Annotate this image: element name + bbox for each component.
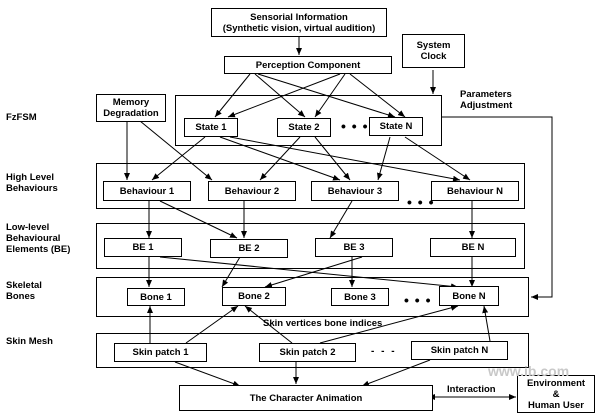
- states-ellipsis: • • •: [341, 118, 369, 134]
- bone-1-box: Bone 1: [127, 288, 185, 306]
- state-n-box: State N: [369, 117, 423, 136]
- system-clock-box: System Clock: [402, 34, 465, 68]
- environment-human-user-box: Environment & Human User: [517, 375, 595, 413]
- be-3-box: BE 3: [315, 238, 393, 257]
- skin-mesh-band: [96, 333, 529, 368]
- watermark: www.ib.com: [488, 363, 570, 379]
- interaction-label: Interaction: [447, 384, 496, 395]
- bones-ellipsis: • • •: [404, 292, 432, 308]
- low-level-label: Low-level Behavioural Elements (BE): [6, 222, 71, 255]
- character-animation-box: The Character Animation: [179, 385, 433, 411]
- high-level-label: High Level Behaviours: [6, 172, 58, 194]
- parameters-adjustment-label: Parameters Adjustment: [460, 89, 513, 111]
- skin-patches-ellipsis: - - -: [371, 346, 397, 357]
- skeletal-label: Skeletal Bones: [6, 280, 42, 302]
- skin-vertices-label: Skin vertices bone indices: [263, 318, 383, 329]
- memory-degradation-box: Memory Degradation: [96, 94, 166, 122]
- fzfsm-band: [175, 95, 442, 146]
- skin-patch-n-box: Skin patch N: [411, 341, 508, 360]
- behaviours-ellipsis: • • •: [407, 194, 435, 210]
- skin-mesh-label: Skin Mesh: [6, 336, 53, 347]
- behaviour-3-box: Behaviour 3: [311, 181, 399, 201]
- perception-component-box: Perception Component: [224, 56, 392, 74]
- be-1-box: BE 1: [104, 238, 182, 257]
- state-2-box: State 2: [277, 118, 331, 137]
- state-1-box: State 1: [184, 118, 238, 137]
- bone-2-box: Bone 2: [222, 287, 286, 306]
- behaviour-2-box: Behaviour 2: [208, 181, 296, 201]
- skeletal-band: [96, 277, 529, 317]
- sensorial-information-box: Sensorial Information (Synthetic vision,…: [211, 8, 387, 37]
- behaviour-n-box: Behaviour N: [431, 181, 519, 201]
- be-2-box: BE 2: [210, 239, 288, 258]
- skin-patch-2-box: Skin patch 2: [259, 343, 356, 362]
- bone-3-box: Bone 3: [331, 288, 389, 306]
- behaviour-1-box: Behaviour 1: [103, 181, 191, 201]
- skin-patch-1-box: Skin patch 1: [114, 343, 207, 362]
- fzfsm-label: FzFSM: [6, 112, 37, 123]
- bone-n-box: Bone N: [439, 286, 499, 306]
- low-level-band: [96, 223, 525, 269]
- be-n-box: BE N: [430, 238, 516, 257]
- high-level-band: [96, 163, 525, 209]
